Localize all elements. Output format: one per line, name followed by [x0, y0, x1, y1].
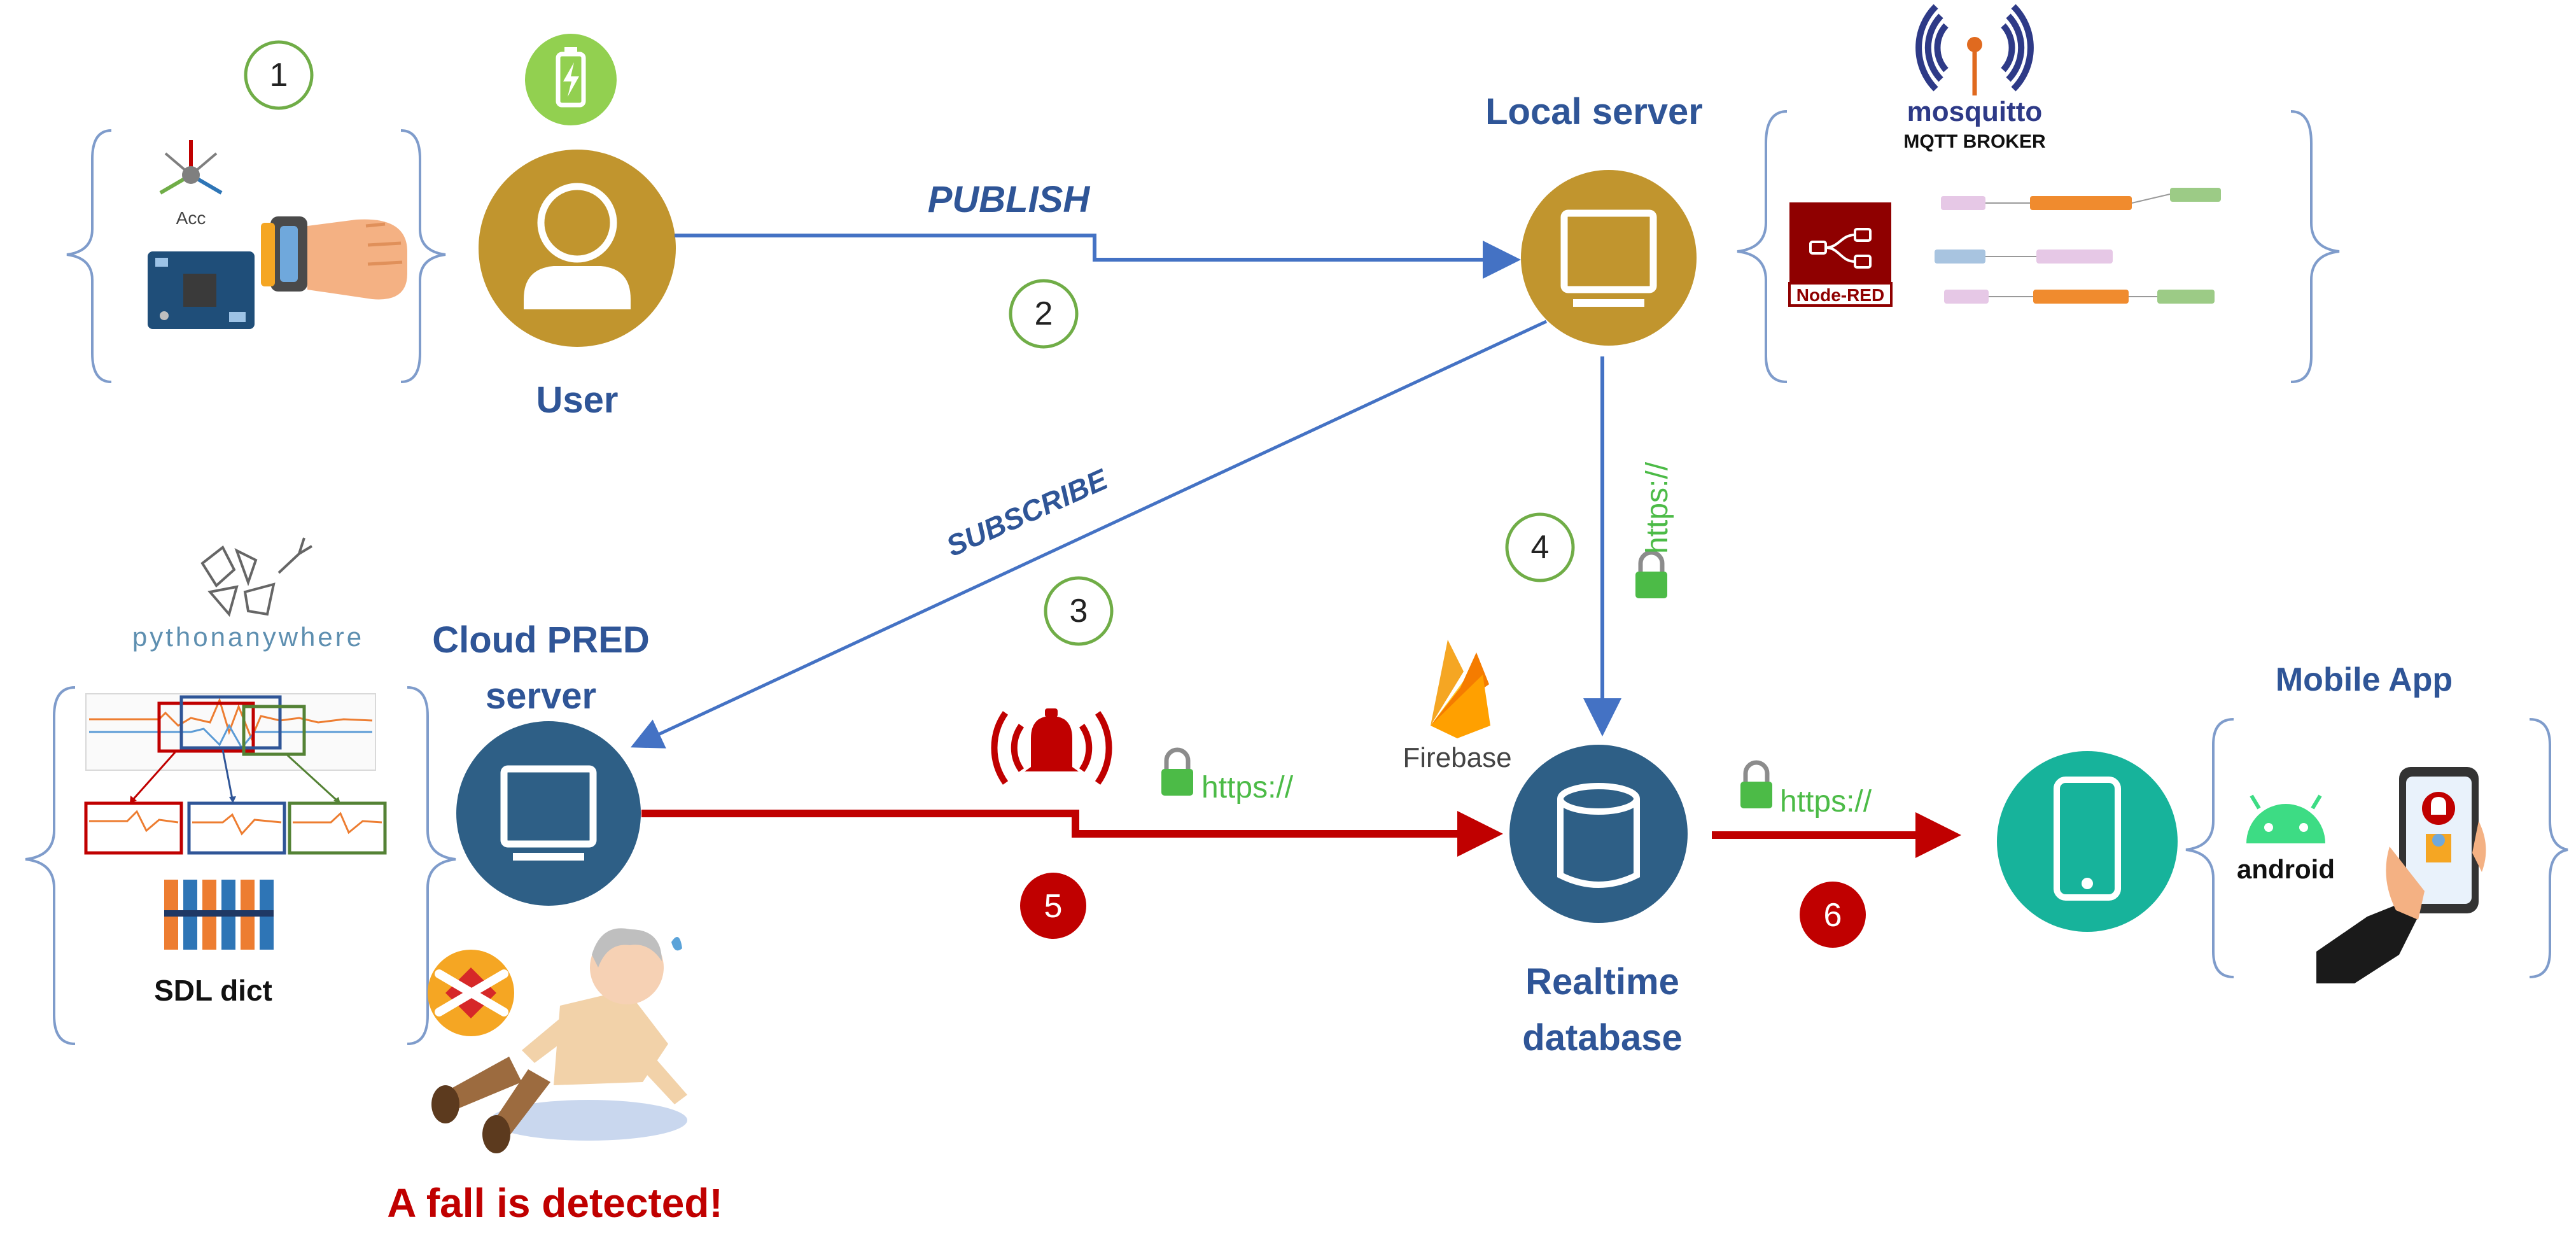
android-text: android: [2237, 854, 2335, 884]
brace-left: [66, 129, 112, 383]
step-4-badge: 4: [1505, 512, 1575, 582]
flow-thumbnail: [1935, 188, 2221, 304]
sdl-dict-label: SDL dict: [154, 974, 272, 1007]
svg-text:5: 5: [1044, 888, 1063, 925]
publish-label: PUBLISH: [928, 179, 1091, 220]
signal-plot-thumbnail: [85, 693, 376, 771]
battery-icon: [525, 34, 617, 125]
step-3-badge: 3: [1044, 576, 1114, 646]
cloud-server-label-2: server: [486, 675, 596, 717]
lock-icon: [1740, 760, 1772, 808]
broker-group: mosquitto MQTT BROKER Node-RED: [1737, 4, 2340, 383]
firebase-logo-icon: [1431, 640, 1490, 738]
node-red-text: Node-RED: [1796, 285, 1884, 305]
brace-left: [1737, 110, 1788, 383]
https-vertical-label: https://: [1641, 461, 1674, 554]
database-label-2: database: [1522, 1017, 1682, 1059]
acc-label: Acc: [176, 208, 206, 228]
local-server-label: Local server: [1485, 91, 1703, 132]
database-node: [1509, 745, 1688, 923]
step-5-badge: 5: [1020, 873, 1086, 939]
svg-text:2: 2: [1035, 295, 1053, 332]
https-alert-label: https://: [1201, 771, 1294, 805]
lock-icon: [1635, 550, 1667, 598]
https-notify-label: https://: [1780, 785, 1872, 819]
android-icon: [2246, 794, 2325, 843]
sensor-board-icon: [148, 251, 255, 329]
segment-green: [288, 801, 387, 855]
user-label: User: [536, 379, 619, 421]
segment-blue: [187, 801, 286, 855]
cloud-server-label-1: Cloud PRED: [432, 619, 650, 661]
svg-text:4: 4: [1531, 529, 1550, 566]
fall-illustration-icon: [428, 928, 687, 1153]
wearable-wristband-icon: [261, 216, 407, 300]
cloud-server-node: [456, 721, 641, 906]
dictionary-icon: [164, 880, 274, 950]
subscribe-arrow: [630, 320, 1548, 749]
alert-arrow: [641, 810, 1503, 857]
svg-text:1: 1: [270, 57, 288, 94]
model-group: pythonanywhere: [25, 537, 456, 1045]
mqtt-broker-text: MQTT BROKER: [1903, 131, 2046, 152]
step-2-badge: 2: [1009, 279, 1079, 349]
fall-alert-text: A fall is detected!: [387, 1180, 723, 1226]
svg-text:6: 6: [1824, 897, 1842, 934]
segment-red: [84, 801, 183, 855]
brace-left: [2185, 718, 2234, 978]
step-6-badge: 6: [1800, 882, 1866, 948]
brace-right: [2290, 110, 2340, 383]
mobile-app-label: Mobile App: [2276, 661, 2453, 698]
lock-icon: [1161, 747, 1193, 796]
accelerometer-icon: [159, 140, 223, 195]
brace-left: [25, 686, 76, 1045]
alarm-icon: [991, 708, 1112, 785]
brace-right: [400, 129, 446, 383]
pythonanywhere-text: pythonanywhere: [132, 622, 364, 652]
brace-right: [2529, 718, 2568, 978]
pythonanywhere-logo-icon: [200, 537, 313, 617]
sensor-group: Acc: [66, 129, 446, 383]
database-label-1: Realtime: [1525, 961, 1679, 1002]
brace-right: [407, 686, 456, 1045]
node-red-logo-icon: [1788, 202, 1893, 307]
svg-text:3: 3: [1070, 593, 1088, 630]
publish-arrow: [675, 234, 1521, 279]
subscribe-label: SUBSCRIBE: [941, 462, 1113, 563]
step-1-badge: 1: [244, 40, 314, 110]
mobile-app-node: [1997, 751, 2178, 932]
hand-phone-icon: [2316, 767, 2486, 983]
local-server-node: [1521, 170, 1697, 346]
app-group: android: [2185, 718, 2568, 983]
firebase-text: Firebase: [1403, 742, 1511, 773]
user-node: [479, 150, 676, 347]
mosquitto-text: mosquitto: [1907, 96, 2043, 127]
mosquitto-logo-icon: [1915, 4, 2034, 95]
